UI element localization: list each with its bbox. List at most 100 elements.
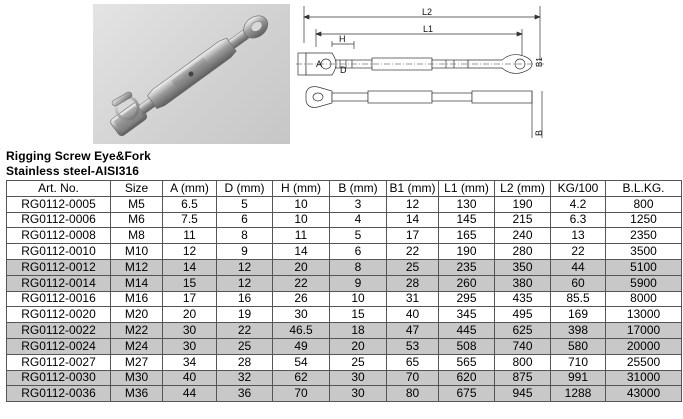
cell-art-no: RG0112-0010 bbox=[6, 243, 111, 260]
cell-kg-per-100: 60 bbox=[550, 274, 606, 292]
cell-d: 25 bbox=[216, 337, 273, 355]
cell-size: M27 bbox=[110, 353, 163, 371]
cell-b: 30 bbox=[329, 369, 387, 387]
cell-art-no: RG0112-0005 bbox=[6, 195, 111, 213]
cell-b: 3 bbox=[329, 195, 387, 213]
cell-size: M8 bbox=[110, 227, 163, 245]
label-h: H bbox=[339, 34, 346, 44]
cell-b1: 40 bbox=[386, 306, 439, 324]
cell-l2: 190 bbox=[494, 195, 551, 213]
cell-l1: 565 bbox=[438, 353, 495, 371]
cell-l2: 240 bbox=[494, 227, 551, 245]
cell-breaking-load: 2350 bbox=[605, 227, 682, 245]
cell-l2: 280 bbox=[494, 243, 551, 260]
cell-art-no: RG0112-0027 bbox=[6, 353, 111, 371]
cell-b1: 47 bbox=[386, 322, 439, 339]
cell-breaking-load: 5100 bbox=[605, 258, 682, 276]
cell-b: 10 bbox=[329, 290, 387, 308]
cell-h: 20 bbox=[272, 258, 330, 276]
cell-h: 26 bbox=[272, 290, 330, 308]
cell-b: 20 bbox=[329, 337, 387, 355]
label-b: B bbox=[534, 130, 544, 136]
cell-b1: 31 bbox=[386, 290, 439, 308]
cell-h: 30 bbox=[272, 306, 330, 324]
dimension-drawing: L2 L1 H A D B1 bbox=[296, 6, 546, 138]
header-h: H (mm) bbox=[272, 180, 330, 197]
cell-l1: 295 bbox=[438, 290, 495, 308]
product-title: Rigging Screw Eye&Fork bbox=[6, 149, 151, 163]
body-top-view bbox=[367, 90, 433, 104]
cell-b: 5 bbox=[329, 227, 387, 245]
cell-d: 6 bbox=[216, 211, 273, 229]
cell-b: 9 bbox=[329, 274, 387, 292]
cell-a: 17 bbox=[162, 290, 217, 308]
header-b: B (mm) bbox=[329, 180, 387, 197]
header-kg-per-100: KG/100 bbox=[550, 180, 606, 197]
cell-l1: 508 bbox=[438, 337, 495, 355]
cell-breaking-load: 25500 bbox=[605, 353, 682, 371]
cell-a: 40 bbox=[162, 369, 217, 387]
eye-hole-top-view bbox=[312, 92, 324, 102]
cell-kg-per-100: 1288 bbox=[550, 385, 606, 403]
cell-art-no: RG0112-0024 bbox=[6, 337, 111, 355]
cell-breaking-load: 20000 bbox=[605, 337, 682, 355]
thread-top-view-right bbox=[431, 92, 473, 102]
cell-h: 46.5 bbox=[272, 322, 330, 339]
cell-kg-per-100: 4.2 bbox=[550, 195, 606, 213]
cell-kg-per-100: 44 bbox=[550, 258, 606, 276]
cell-h: 14 bbox=[272, 243, 330, 260]
cell-h: 62 bbox=[272, 369, 330, 387]
cell-art-no: RG0112-0020 bbox=[6, 306, 111, 324]
cell-breaking-load: 31000 bbox=[605, 369, 682, 387]
cell-breaking-load: 5900 bbox=[605, 274, 682, 292]
cell-b1: 12 bbox=[386, 195, 439, 213]
header-d: D (mm) bbox=[216, 180, 273, 197]
cell-art-no: RG0112-0008 bbox=[6, 227, 111, 245]
table-header-row: Art. No. Size A (mm) D (mm) H (mm) B (mm… bbox=[6, 180, 682, 197]
cell-d: 28 bbox=[216, 353, 273, 371]
cell-l2: 215 bbox=[494, 211, 551, 229]
cell-breaking-load: 1250 bbox=[605, 211, 682, 229]
cell-l2: 945 bbox=[494, 385, 551, 403]
cell-breaking-load: 17000 bbox=[605, 322, 682, 339]
label-l2: L2 bbox=[422, 7, 432, 17]
cell-breaking-load: 13000 bbox=[605, 306, 682, 324]
cell-breaking-load: 3500 bbox=[605, 243, 682, 260]
cell-l2: 875 bbox=[494, 369, 551, 387]
header-size: Size bbox=[110, 180, 163, 197]
l1-arrow-left bbox=[315, 31, 322, 37]
header-art-no: Art. No. bbox=[6, 180, 111, 197]
cell-h: 10 bbox=[272, 211, 330, 229]
cell-a: 34 bbox=[162, 353, 217, 371]
cell-d: 12 bbox=[216, 274, 273, 292]
label-a: A bbox=[316, 59, 322, 69]
header-a: A (mm) bbox=[162, 180, 217, 197]
cell-h: 22 bbox=[272, 274, 330, 292]
cell-l1: 675 bbox=[438, 385, 495, 403]
cell-a: 20 bbox=[162, 306, 217, 324]
header-l2: L2 (mm) bbox=[494, 180, 551, 197]
cell-breaking-load: 800 bbox=[605, 195, 682, 213]
cell-d: 12 bbox=[216, 258, 273, 276]
cell-l1: 235 bbox=[438, 258, 495, 276]
cell-d: 22 bbox=[216, 322, 273, 339]
cell-h: 10 bbox=[272, 195, 330, 213]
cell-size: M14 bbox=[110, 274, 163, 292]
cell-h: 49 bbox=[272, 337, 330, 355]
cell-l1: 345 bbox=[438, 306, 495, 324]
cell-d: 32 bbox=[216, 369, 273, 387]
cell-b1: 22 bbox=[386, 243, 439, 260]
cell-h: 54 bbox=[272, 353, 330, 371]
cell-kg-per-100: 710 bbox=[550, 353, 606, 371]
cell-size: M12 bbox=[110, 258, 163, 276]
cell-a: 30 bbox=[162, 337, 217, 355]
product-material: Stainless steel-AISI316 bbox=[6, 164, 140, 178]
cell-size: M36 bbox=[110, 385, 163, 403]
